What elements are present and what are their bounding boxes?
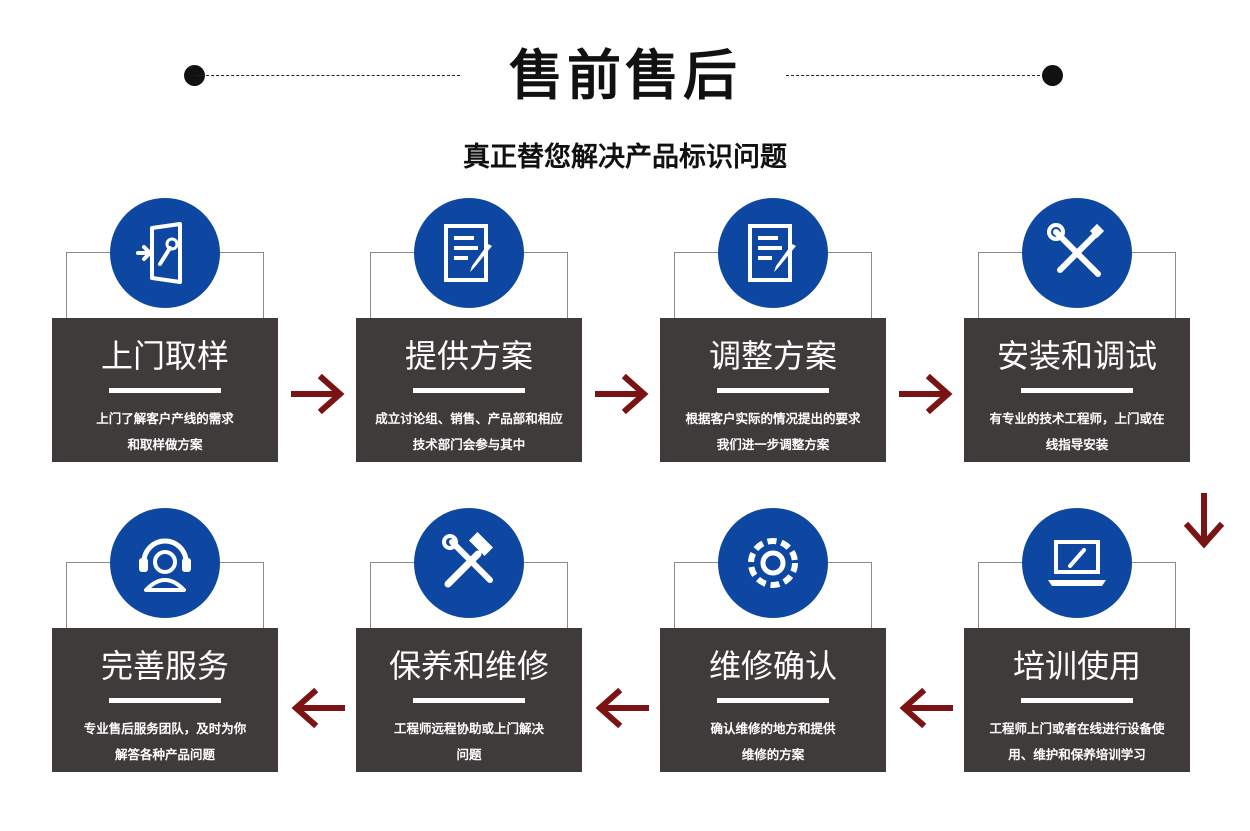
step-card: 提供方案 成立讨论组、销售、产品部和相应 技术部门会参与其中 [356,318,582,462]
title-dot-left [184,65,205,86]
document-pen-icon [444,224,492,282]
step-title: 完善服务 [100,647,229,685]
step-desc-line: 和取样做方案 [127,437,203,452]
step-icon-circle [718,508,828,618]
step-adjust-plan: 调整方案 根据客户实际的情况提出的要求 我们进一步调整方案 [660,198,886,468]
arrow-right-icon [898,374,954,414]
step-description: 工程师远程协助或上门解决 问题 [366,716,572,768]
arrow-right-icon [594,374,650,414]
step-desc-line: 技术部门会参与其中 [412,437,526,452]
step-title-underline [413,698,525,703]
step-description: 专业售后服务团队，及时为你 解答各种产品问题 [62,716,268,768]
step-description: 根据客户实际的情况提出的要求 我们进一步调整方案 [670,406,876,458]
step-repair-confirm: 维修确认 确认维修的地方和提供 维修的方案 [660,508,886,778]
step-desc-line: 根据客户实际的情况提出的要求 [685,411,861,426]
step-description: 成立讨论组、销售、产品部和相应 技术部门会参与其中 [366,406,572,458]
step-card: 安装和调试 有专业的技术工程师，上门或在 线指导安装 [964,318,1190,462]
step-title: 保养和维修 [388,647,549,685]
step-icon-circle [1022,198,1132,308]
step-desc-line: 成立讨论组、销售、产品部和相应 [375,411,563,426]
screwdriver-wrench-icon [1047,223,1105,277]
step-desc-line: 确认维修的地方和提供 [710,721,836,736]
step-icon-circle [110,508,220,618]
step-title: 维修确认 [708,647,837,685]
arrow-left-icon [898,688,954,728]
step-maintenance: 保养和维修 工程师远程协助或上门解决 问题 [356,508,582,778]
step-title: 培训使用 [1012,647,1141,685]
step-desc-line: 用、维护和保养培训学习 [1008,747,1146,762]
step-title-underline [413,388,525,393]
door-wrench-icon [136,222,182,284]
step-desc-line: 解答各种产品问题 [114,747,215,762]
title-dashed-line-left [196,75,460,76]
step-pickup-sample: 上门取样 上门了解客户产线的需求 和取样做方案 [52,198,278,468]
step-desc-line: 上门了解客户产线的需求 [96,411,234,426]
step-icon-circle [110,198,220,308]
step-desc-line: 线指导安装 [1045,437,1109,452]
step-title-underline [717,388,829,393]
step-title: 调整方案 [708,337,837,375]
step-icon-circle [414,508,524,618]
arrow-left-icon [594,688,650,728]
title-dashed-line-right [786,75,1050,76]
step-desc-line: 我们进一步调整方案 [716,437,830,452]
step-title: 安装和调试 [996,337,1157,375]
step-card: 保养和维修 工程师远程协助或上门解决 问题 [356,628,582,772]
step-card: 上门取样 上门了解客户产线的需求 和取样做方案 [52,318,278,462]
step-title: 提供方案 [404,337,533,375]
hammer-wrench-icon [442,531,494,588]
step-title-underline [109,698,221,703]
step-desc-line: 工程师上门或者在线进行设备使 [989,721,1165,736]
step-desc-line: 问题 [456,747,482,762]
step-title: 上门取样 [100,337,229,375]
arrow-down-icon [1184,492,1224,550]
step-install-debug: 安装和调试 有专业的技术工程师，上门或在 线指导安装 [964,198,1190,468]
arrow-right-icon [290,374,346,414]
gear-icon [748,538,798,588]
step-title-underline [109,388,221,393]
step-icon-circle [1022,508,1132,618]
arrow-left-icon [290,688,346,728]
step-training: 培训使用 工程师上门或者在线进行设备使 用、维护和保养培训学习 [964,508,1190,778]
step-desc-line: 专业售后服务团队，及时为你 [83,721,247,736]
step-desc-line: 工程师远程协助或上门解决 [393,721,544,736]
step-icon-circle [414,198,524,308]
laptop-icon [1048,540,1106,586]
step-card: 完善服务 专业售后服务团队，及时为你 解答各种产品问题 [52,628,278,772]
step-card: 维修确认 确认维修的地方和提供 维修的方案 [660,628,886,772]
header: 售前售后 [0,40,1250,112]
step-card: 调整方案 根据客户实际的情况提出的要求 我们进一步调整方案 [660,318,886,462]
step-card: 培训使用 工程师上门或者在线进行设备使 用、维护和保养培训学习 [964,628,1190,772]
document-edit-icon [748,224,796,282]
step-title-underline [717,698,829,703]
step-description: 有专业的技术工程师，上门或在 线指导安装 [974,406,1180,458]
title-dot-right [1042,65,1063,86]
step-title-underline [1021,698,1133,703]
step-title-underline [1021,388,1133,393]
step-complete-service: 完善服务 专业售后服务团队，及时为你 解答各种产品问题 [52,508,278,778]
step-desc-line: 维修的方案 [741,747,805,762]
page-subtitle: 真正替您解决产品标识问题 [463,142,787,173]
step-desc-line: 有专业的技术工程师，上门或在 [989,411,1165,426]
step-provide-plan: 提供方案 成立讨论组、销售、产品部和相应 技术部门会参与其中 [356,198,582,468]
step-icon-circle [718,198,828,308]
step-description: 工程师上门或者在线进行设备使 用、维护和保养培训学习 [974,716,1180,768]
headset-user-icon [139,538,191,592]
step-description: 上门了解客户产线的需求 和取样做方案 [62,406,268,458]
step-description: 确认维修的地方和提供 维修的方案 [670,716,876,768]
page-title: 售前售后 [509,44,741,107]
